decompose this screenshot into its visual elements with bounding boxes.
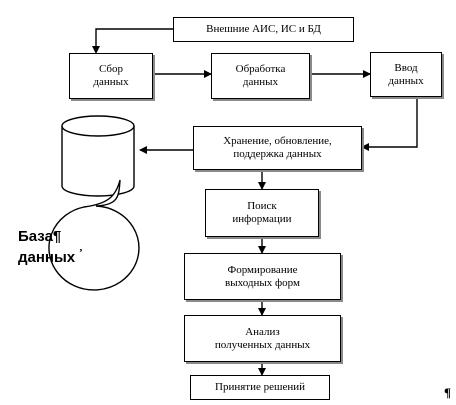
database-callout-label: База¶ данных <box>18 228 76 266</box>
node-data-storage: Хранение, обновление, поддержка данных <box>193 126 362 170</box>
node-decision-making: Принятие решений <box>190 375 330 400</box>
arrow-external-to-collect <box>92 28 173 54</box>
node-data-collection: Сбор данных <box>69 53 153 99</box>
node-data-processing: Обработка данных <box>211 53 310 99</box>
arrow-input-to-storage <box>361 97 418 151</box>
database-cylinder <box>61 115 135 197</box>
node-external-systems: Внешние АИС, ИС и БД <box>173 17 354 42</box>
node-information-search: Поиск информации <box>205 189 319 237</box>
node-output-forms: Формирование выходных форм <box>184 253 341 300</box>
node-data-analysis: Анализ полученных данных <box>184 315 341 362</box>
database-callout-bubble <box>48 179 140 291</box>
paragraph-mark: ¶ <box>444 385 452 400</box>
database-callout-mark: ʼ <box>79 247 83 259</box>
node-data-input: Ввод данных <box>370 52 442 97</box>
